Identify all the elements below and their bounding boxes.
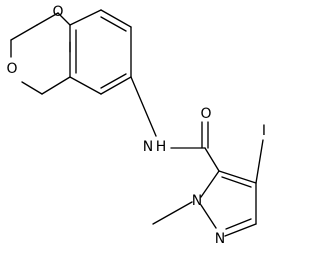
bond-c5-c4-inner (221, 176, 252, 188)
bond-c8a-otop-ring (57, 12, 71, 26)
bond-c8-c7-inner (100, 16, 127, 32)
bond-n1-c5 (200, 170, 220, 198)
bond-oleft-c4a (21, 81, 43, 95)
carbonyl-oxygen-label: O (200, 106, 211, 122)
bond-c4a-oleft-ring (41, 76, 71, 95)
oxygen-left-label: O (6, 61, 17, 77)
bond-c3-n2 (224, 223, 257, 237)
oxygen-top-label: O (52, 4, 63, 20)
bond-c5-c4 (218, 170, 257, 184)
bond-c6-nh (130, 76, 157, 137)
benzene-ring (41, 9, 132, 95)
bond-c4-i (255, 139, 264, 184)
bond-c8-c7 (100, 9, 132, 28)
bond-otop-ch2 (36, 12, 59, 26)
chemical-structure-diagram: O O N H O I N N (6, 4, 266, 247)
bond-c6-c5 (100, 76, 132, 95)
bond-c3-n2-inner (225, 218, 252, 230)
dioxane-ring (10, 12, 71, 95)
bond-ch2-ch2 (10, 24, 38, 41)
bond-n1-methyl (152, 201, 193, 225)
bond-co-c5 (204, 147, 220, 172)
amide-group (130, 76, 209, 149)
bond-c6-c5-inner (100, 73, 127, 89)
bond-c5-c4a (69, 76, 102, 95)
iodine-label: I (262, 123, 266, 139)
bond-n2-n1 (200, 204, 217, 229)
atom-labels: O O N H O I N N (6, 4, 266, 247)
amide-hydrogen-label: H (156, 139, 167, 155)
amide-nitrogen-label: N (143, 139, 153, 155)
pyrazole-n2-label: N (215, 231, 225, 247)
pyrazole-ring (152, 139, 264, 237)
bond-c8a-c8 (69, 9, 102, 26)
pyrazole-n1-label: N (192, 193, 202, 209)
